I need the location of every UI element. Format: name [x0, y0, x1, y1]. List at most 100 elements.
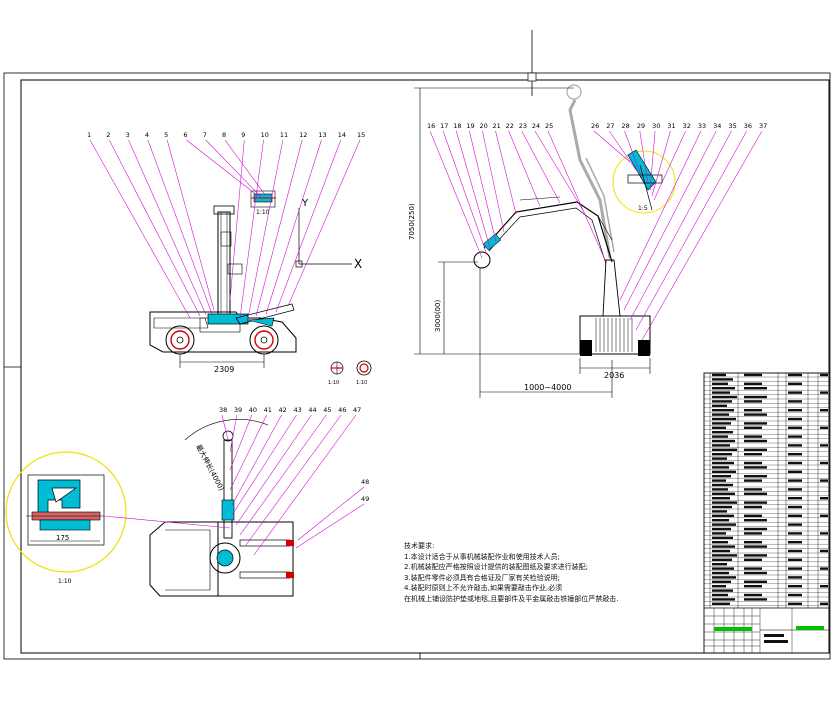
side-callout-label: 12	[299, 131, 307, 139]
front-left-callout: 25	[545, 122, 607, 263]
notes-item-1: 1.本设计适合于从事机械装配作业和使用技术人员;	[404, 552, 561, 561]
top-callout-label: 40	[249, 406, 257, 414]
notes-item-2: 2.机械装配应严格按照设计提供的装配图纸及要求进行装配;	[404, 563, 589, 571]
front-left-callout-label: 25	[545, 122, 553, 130]
side-callout: 9	[229, 131, 245, 301]
side-callout: 15	[287, 131, 365, 307]
outer-frame	[3, 72, 831, 660]
front-left-callout: 24	[532, 122, 585, 213]
side-callout: 2	[106, 131, 201, 317]
front-right-callout: 30	[649, 122, 660, 191]
top-callout: 47	[253, 406, 361, 556]
front-right-callout: 29	[637, 122, 649, 185]
side-callout-label: 15	[357, 131, 365, 139]
side-callout-label: 14	[338, 131, 346, 139]
front-right-callout-label: 32	[683, 122, 691, 130]
front-right-callout: 33	[619, 122, 706, 301]
top-callout-label: 44	[308, 406, 316, 414]
front-left-callout: 16	[427, 122, 483, 259]
axis-indicator	[295, 208, 352, 268]
front-left-callout-label: 21	[493, 122, 501, 130]
front-right-callout: 28	[622, 122, 643, 179]
technical-notes: 技术要求: 1.本设计适合于从事机械装配作业和使用技术人员; 2.机械装配应严格…	[404, 541, 704, 604]
side-callout: 6	[183, 131, 259, 197]
top-callout: 43	[231, 406, 302, 516]
side-callout-label: 4	[145, 131, 149, 139]
side-detail-small	[250, 190, 276, 208]
side-callout: 10	[239, 131, 269, 319]
front-left-callout-label: 23	[519, 122, 527, 130]
dimension-lines	[30, 87, 651, 542]
notes-title: 技术要求:	[404, 542, 435, 550]
front-left-callout-label: 16	[427, 122, 435, 130]
side-callout: 11	[247, 131, 288, 319]
right-48-callout-label: 48	[361, 478, 369, 486]
front-right-callout-label: 36	[744, 122, 752, 130]
top-view	[149, 419, 294, 597]
top-callout: 45	[239, 406, 332, 536]
side-callout: 1	[87, 131, 191, 319]
side-callout-label: 7	[203, 131, 207, 139]
front-right-callout-label: 33	[698, 122, 706, 130]
front-right-callout: 36	[635, 122, 752, 331]
side-callout-label: 2	[106, 131, 110, 139]
front-right-callout: 35	[629, 122, 737, 321]
right-48-callout: 48	[297, 478, 369, 541]
top-callout: 41	[229, 406, 272, 491]
front-right-callout-label: 29	[637, 122, 645, 130]
side-callout-label: 5	[164, 131, 168, 139]
notes-item-3: 3.装配件零件必须具有合格证及厂家有关检验说明;	[404, 573, 561, 582]
side-callout-label: 6	[183, 131, 187, 139]
title-block	[703, 372, 830, 654]
front-detail-circle	[612, 149, 676, 214]
parts-list-frame	[703, 372, 830, 654]
top-callout: 40	[229, 406, 257, 471]
front-right-callout-label: 31	[667, 122, 675, 130]
front-right-callout-label: 27	[606, 122, 614, 130]
side-callout: 3	[126, 131, 207, 316]
front-left-callout-label: 20	[479, 122, 487, 130]
side-callout: 8	[222, 131, 267, 197]
front-left-callout: 22	[506, 122, 541, 207]
front-left-callout-label: 17	[440, 122, 448, 130]
front-left-callout-label: 22	[506, 122, 514, 130]
front-right-callout-label: 26	[591, 122, 599, 130]
large-detail	[5, 451, 231, 573]
front-left-callout-label: 19	[466, 122, 474, 130]
front-right-callout-label: 35	[728, 122, 736, 130]
top-callout: 42	[231, 406, 287, 506]
front-left-callout: 19	[466, 122, 497, 243]
notes-item-4: 4.装配时原则上不允许敲击,如果需要敲击作业,必须	[404, 584, 563, 592]
front-right-callout-label: 30	[652, 122, 660, 130]
top-callout: 39	[229, 406, 242, 453]
front-right-callout: 34	[623, 122, 721, 311]
side-callout: 13	[265, 131, 327, 315]
front-left-callout: 23	[519, 122, 561, 204]
side-callout-label: 1	[87, 131, 91, 139]
top-callout: 44	[235, 406, 317, 526]
front-right-callout: 27	[606, 122, 637, 171]
right-49-callout-label: 49	[361, 495, 369, 503]
top-callout-label: 46	[338, 406, 346, 414]
top-callout-label: 45	[323, 406, 331, 414]
side-callout-label: 9	[241, 131, 245, 139]
front-right-callout-label: 37	[759, 122, 767, 130]
front-view	[473, 84, 651, 356]
front-left-callout-label: 24	[532, 122, 540, 130]
top-callout: 46	[245, 406, 346, 546]
side-callout-label: 13	[318, 131, 326, 139]
front-left-callout: 21	[493, 122, 517, 215]
mini-markers	[330, 360, 372, 376]
front-left-callout-label: 18	[453, 122, 461, 130]
side-callout-label: 11	[280, 131, 288, 139]
front-right-callout-label: 28	[622, 122, 630, 130]
side-callout: 4	[145, 131, 213, 315]
top-callout-label: 39	[234, 406, 242, 414]
side-callout-label: 8	[222, 131, 226, 139]
side-callout: 5	[164, 131, 215, 311]
top-callout: 38	[219, 406, 229, 441]
front-left-callout: 20	[479, 122, 505, 233]
side-callout: 7	[203, 131, 263, 199]
